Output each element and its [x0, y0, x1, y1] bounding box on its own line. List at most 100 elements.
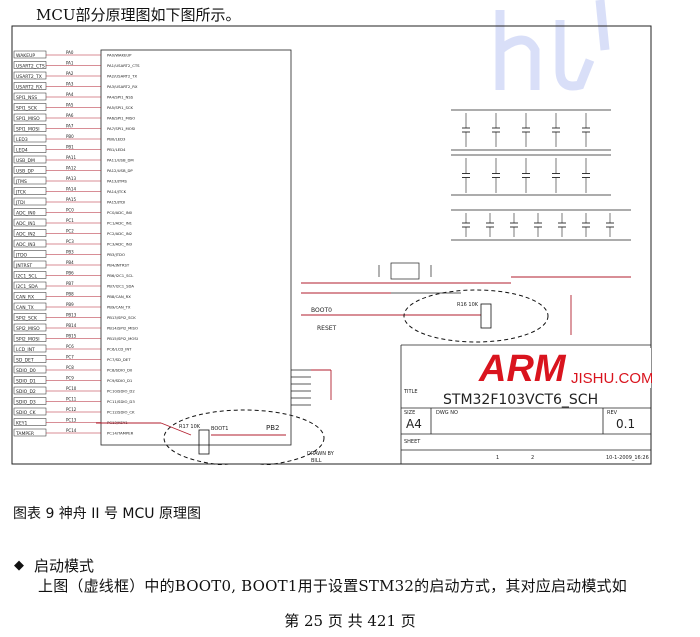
bullet-icon: ◆: [14, 558, 24, 573]
net-port: [13, 376, 47, 384]
net-name: LCD_INT: [16, 347, 35, 353]
net-name: JTDI: [15, 200, 25, 206]
pin-name: PA2: [66, 71, 74, 76]
net-name: ADC_IN2: [16, 232, 36, 238]
logo-arm: ARM: [478, 348, 567, 390]
pin-function: PB0/LED3: [107, 137, 126, 142]
pin-function: PA1/USART2_CTS: [107, 63, 140, 68]
pin-function: PA5/SPI1_SCK: [107, 105, 134, 110]
net-port: [13, 92, 47, 101]
pin-function: PC6/LCD_INT: [107, 347, 132, 352]
net-name: KEY1: [16, 421, 28, 427]
schematic-title: STM32F103VCT6_SCH: [443, 392, 598, 408]
net-name: JTCK: [15, 190, 27, 196]
pin-name: PA1: [66, 61, 74, 66]
dwg-label: DWG NO: [436, 410, 458, 416]
net-port: [13, 407, 47, 416]
section-heading: ◆ 启动模式: [14, 555, 94, 576]
pin-name: PA0: [66, 50, 74, 55]
pin-function: PC11/SDIO_D3: [107, 399, 135, 404]
net-name: I2C1_SDA: [16, 284, 39, 290]
net-port: [13, 124, 47, 132]
pin-name: PC11: [66, 397, 77, 402]
pin-function: PA14/JTCK: [107, 189, 127, 194]
net-port: [13, 103, 47, 111]
net-name: SDIO_CK: [16, 410, 37, 416]
pin-function: PB6/I2C1_SCL: [107, 273, 134, 278]
pin-name: PB6: [66, 271, 74, 276]
pin-name: PB14: [66, 323, 77, 328]
pin-name: PC1: [66, 218, 74, 223]
net-name: LED4: [16, 148, 28, 154]
net-name: SPI1_NSS: [16, 95, 37, 101]
net-name: SPI1_SCK: [16, 106, 38, 112]
net-name: CAN_TX: [16, 305, 34, 311]
figure-caption: 图表 9 神舟 II 号 MCU 原理图: [13, 506, 201, 522]
net-name: CAN_RX: [16, 295, 34, 301]
net-port: [13, 176, 47, 185]
net-name: SPI2_MOSI: [16, 337, 40, 343]
pin-function: PC13/KEY1: [107, 420, 128, 425]
pin-name: PC0: [66, 208, 74, 213]
size-label: SIZE: [404, 410, 415, 416]
net-name: SDIO_D1: [16, 379, 36, 385]
net-port: [13, 344, 47, 353]
net-label-boot0: BOOT0: [311, 307, 332, 314]
net-name: TAMPER: [15, 431, 34, 437]
pin-function: PC3/ADC_IN3: [107, 242, 133, 247]
pin-name: PC14: [66, 428, 77, 433]
pin-name: PA15: [66, 197, 76, 202]
net-name: ADC_IN1: [16, 221, 36, 227]
net-port: [13, 208, 47, 216]
net-name: USART2_TX: [16, 74, 42, 80]
net-port: [13, 386, 47, 395]
net-port: [13, 166, 47, 174]
net-port: [13, 281, 47, 290]
net-port: [13, 292, 47, 300]
pin-name: PA6: [66, 113, 74, 118]
pin-name: PC3: [66, 239, 74, 244]
net-port: [13, 197, 47, 206]
pin-name: PA5: [66, 103, 74, 108]
pin-function: PA11/USB_DM: [107, 158, 134, 163]
pin-function: PA2/USART2_TX: [107, 74, 138, 79]
net-name: SD_DET: [16, 358, 34, 364]
net-name: LED3: [16, 137, 28, 143]
pin-name: PB15: [66, 334, 77, 339]
net-port: [13, 323, 47, 332]
pin-function: PC2/ADC_IN2: [107, 231, 133, 236]
intro-text: MCU部分原理图如下图所示。: [36, 6, 241, 24]
net-name: I2C1_SCL: [16, 274, 37, 280]
section-title: 启动模式: [34, 557, 95, 575]
net-port: [13, 145, 47, 153]
net-name: USART2_RX: [16, 85, 42, 91]
pin-name: PC7: [66, 355, 74, 360]
pin-function: PB4/JNTRST: [107, 263, 130, 268]
net-port: [13, 229, 47, 237]
pin-function: PC14/TAMPER: [107, 431, 134, 436]
pin-function: PA7/SPI1_MOSI: [107, 126, 135, 131]
pin-function: PB3/JTDO: [107, 252, 125, 257]
pin-name: PB3: [66, 250, 74, 255]
net-name: USB_DM: [16, 158, 35, 164]
title-label: TITLE: [403, 389, 418, 395]
pin-name: PA14: [66, 187, 76, 192]
sheet-value: 1: [496, 455, 499, 461]
net-name: SPI1_MISO: [16, 116, 40, 122]
size-value: A4: [406, 417, 422, 431]
net-port: [13, 155, 47, 164]
pin-function: PC1/ADC_IN1: [107, 221, 133, 226]
pin-name: PB7: [66, 281, 74, 286]
sheet-label: SHEET: [404, 439, 421, 445]
net-name: WAKEUP: [16, 53, 35, 59]
rev-value: 0.1: [616, 417, 635, 431]
pin-name: PA4: [66, 92, 74, 97]
net-port: [13, 82, 47, 90]
drawn-label: DRAWN BY: [307, 451, 335, 457]
pin-function: PA4/SPI1_NSS: [107, 95, 134, 100]
pin-name: PB8: [66, 292, 74, 297]
net-port: [13, 260, 47, 269]
pin-function: PC12/SDIO_CK: [107, 410, 135, 415]
page-footer: 第 25 页 共 421 页: [284, 612, 416, 630]
